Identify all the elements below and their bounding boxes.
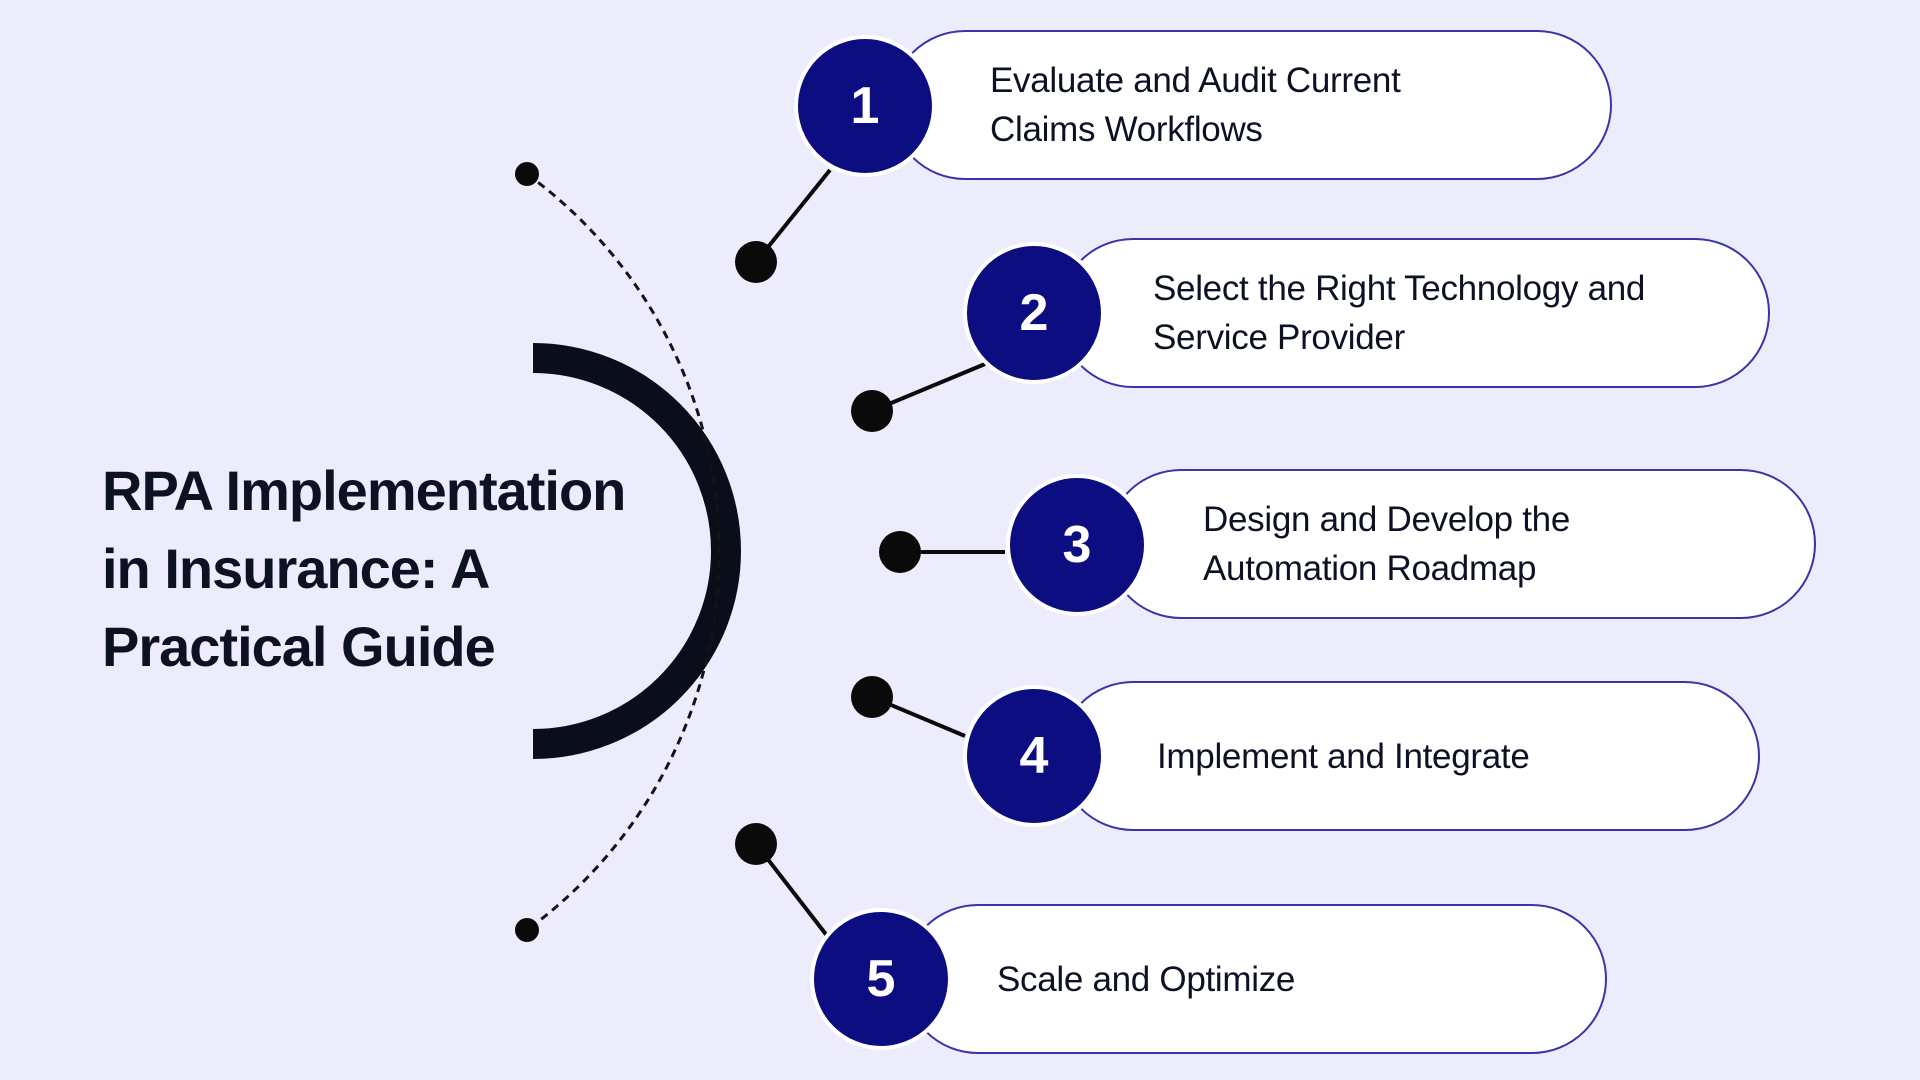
step-4-number-badge: 4 bbox=[963, 685, 1105, 827]
arc-end-dot-bottom bbox=[515, 918, 539, 942]
title-line-2: in Insurance: A bbox=[102, 537, 490, 600]
step-card-5: Scale and Optimize bbox=[903, 904, 1607, 1054]
arc-node-4 bbox=[851, 676, 893, 718]
step-2-text: Select the Right Technology and Service … bbox=[1153, 269, 1646, 357]
title-line-3: Practical Guide bbox=[102, 615, 496, 678]
step-4-text: Implement and Integrate bbox=[1157, 736, 1530, 776]
arc-end-dot-top bbox=[515, 162, 539, 186]
step-3-number-badge: 3 bbox=[1006, 474, 1148, 616]
step-card-3: Design and Develop the Automation Roadma… bbox=[1106, 469, 1816, 619]
step-card-2: Select the Right Technology and Service … bbox=[1058, 238, 1770, 388]
arc-node-3 bbox=[879, 531, 921, 573]
step-2-number-badge: 2 bbox=[963, 242, 1105, 384]
arc-node-2 bbox=[851, 390, 893, 432]
diagram-title: RPA Implementation in Insurance: A Pract… bbox=[102, 452, 702, 686]
step-3-text: Design and Develop the Automation Roadma… bbox=[1203, 500, 1570, 588]
arc-node-5 bbox=[735, 823, 777, 865]
thick-arc bbox=[532, 343, 741, 759]
step-1-number-badge: 1 bbox=[794, 35, 936, 177]
dashed-arc bbox=[526, 172, 721, 932]
step-5-text: Scale and Optimize bbox=[997, 959, 1296, 999]
title-line-1: RPA Implementation bbox=[102, 459, 626, 522]
arc-node-1 bbox=[735, 241, 777, 283]
step-5-number-badge: 5 bbox=[810, 908, 952, 1050]
step-card-1: Evaluate and Audit Current Claims Workfl… bbox=[890, 30, 1612, 180]
step-card-4: Implement and Integrate bbox=[1058, 681, 1760, 831]
step-1-text: Evaluate and Audit Current Claims Workfl… bbox=[990, 61, 1401, 149]
